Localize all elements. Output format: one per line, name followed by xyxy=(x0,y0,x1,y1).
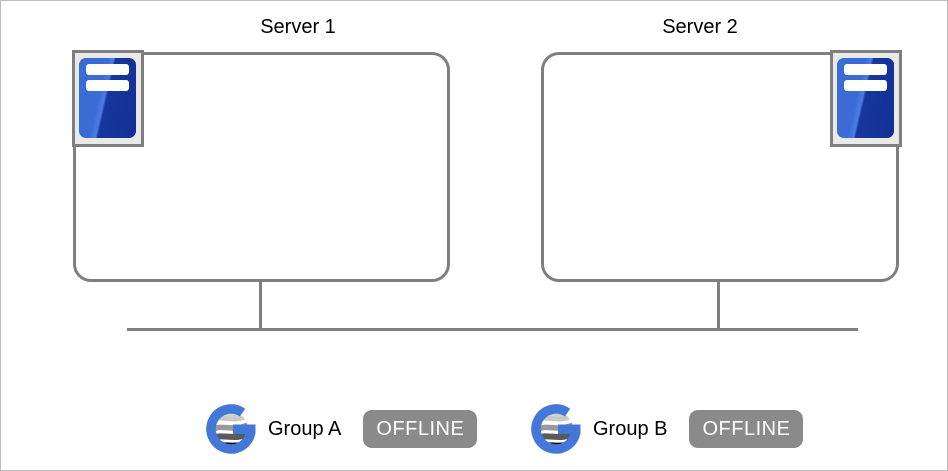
server-drive-bay-slot xyxy=(86,80,129,91)
server-tower-icon xyxy=(837,58,894,138)
server1-title: Server 1 xyxy=(260,16,336,38)
group-b-row: Group B OFFLINE xyxy=(529,399,804,459)
server2-title: Server 2 xyxy=(662,16,738,38)
server2-network-connector-line xyxy=(717,281,720,328)
server-drive-bay-slot xyxy=(844,64,887,75)
group-a-row: Group A OFFLINE xyxy=(204,399,478,459)
server-drive-bay-slot xyxy=(86,64,129,75)
group-b-status-badge: OFFLINE xyxy=(689,410,804,448)
server-tower-icon xyxy=(79,58,136,138)
group-globe-icon xyxy=(204,400,262,458)
server-drive-bay-slot xyxy=(844,80,887,91)
server1-computer-icon xyxy=(72,50,144,147)
group-b-label: Group B xyxy=(593,417,668,440)
server2-computer-icon xyxy=(830,50,902,147)
network-bus-line xyxy=(127,328,858,331)
group-a-label: Group A xyxy=(268,417,342,440)
group-a-status-badge: OFFLINE xyxy=(363,410,478,448)
group-globe-icon xyxy=(529,400,587,458)
server1-network-connector-line xyxy=(259,281,262,328)
